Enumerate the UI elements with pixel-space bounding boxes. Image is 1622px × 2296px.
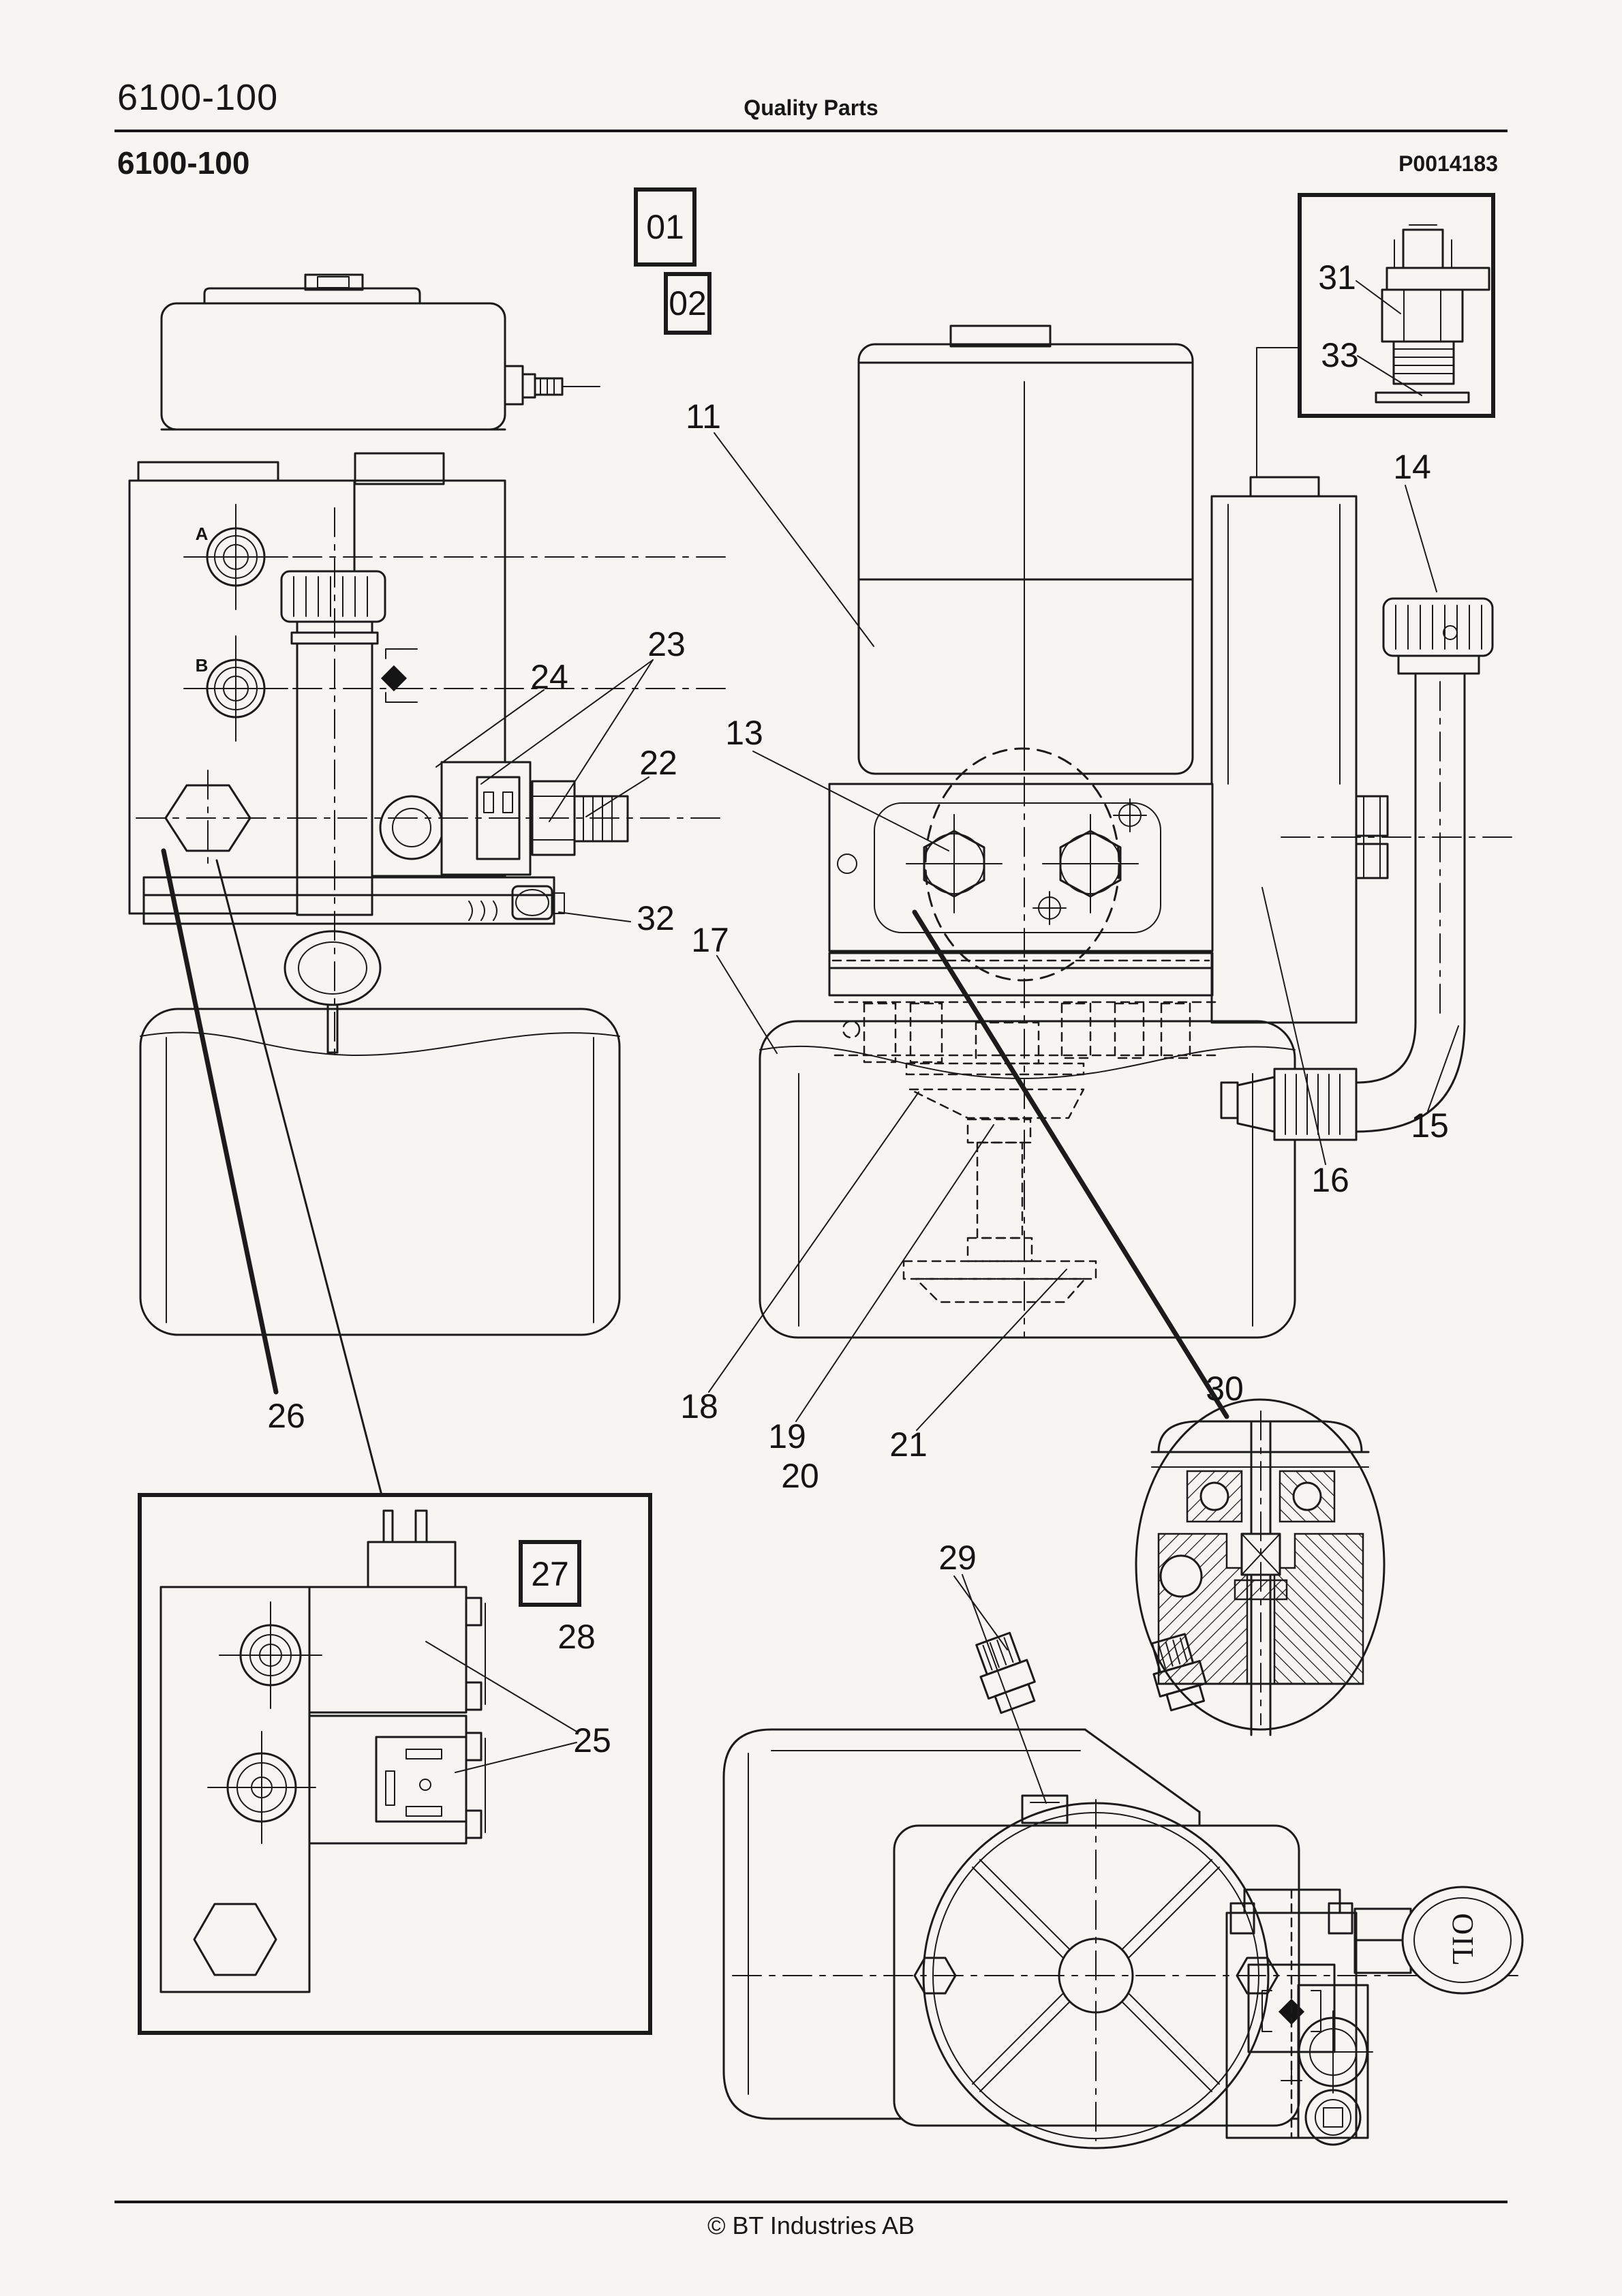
page-doc-number: 6100-100 — [117, 77, 279, 118]
port-b: B — [183, 635, 288, 742]
fitting-right — [1150, 1633, 1208, 1712]
callout-14: 14 — [1393, 448, 1431, 486]
terminal-stud — [504, 365, 600, 406]
tank-front — [759, 1020, 1296, 1339]
port-a-label: A — [196, 524, 209, 544]
callout-01: 01 — [646, 208, 684, 246]
inset-port-2 — [207, 1731, 316, 1844]
pump-head-plate — [828, 783, 1214, 952]
side-view-drawing: A B — [128, 273, 726, 1336]
oil-cap: OIL — [1353, 1886, 1524, 1995]
callout-02: 02 — [669, 284, 707, 322]
section-number: 6100-100 — [117, 145, 250, 181]
oil-cap-label: OIL — [1446, 1913, 1480, 1967]
port-a: A — [183, 504, 288, 610]
tank-side — [139, 1008, 621, 1336]
motor-side — [160, 302, 506, 431]
callout-25: 25 — [573, 1721, 611, 1759]
fitting-center-plug — [1021, 1794, 1069, 1824]
callout-16: 16 — [1311, 1161, 1349, 1199]
callout-box-02: 02 — [664, 272, 711, 335]
callout-11: 11 — [686, 397, 721, 436]
callout-31: 31 — [1318, 258, 1356, 297]
callout-23: 23 — [647, 625, 686, 663]
page-title: Quality Parts — [744, 95, 878, 120]
front-view-drawing — [759, 324, 1520, 1339]
port-b-label: B — [196, 655, 209, 676]
callout-26: 26 — [267, 1397, 305, 1435]
sensor-inset-box — [1298, 193, 1495, 418]
top-view-drawing: ◆ OIL — [722, 1631, 1526, 2149]
callout-17: 17 — [691, 921, 729, 959]
level-sensor — [1375, 224, 1490, 404]
inset-solenoid — [308, 1509, 486, 1845]
detail-circle-marker — [924, 747, 1120, 982]
callout-18: 18 — [680, 1387, 718, 1425]
clamp-band-side — [142, 876, 565, 925]
footer-rule — [114, 2201, 1508, 2203]
valve-inset-box — [138, 1493, 652, 2035]
fitting-left — [975, 1631, 1036, 1715]
callout-33: 33 — [1321, 336, 1359, 374]
suction-filter — [902, 1062, 1097, 1303]
callout-27: 27 — [531, 1555, 569, 1593]
callout-21: 21 — [889, 1425, 928, 1464]
drawing-code: P0014183 — [1398, 151, 1498, 176]
inset-port-1 — [219, 1601, 322, 1709]
callout-30: 30 — [1206, 1370, 1244, 1408]
detail-circle-30 — [1135, 1398, 1386, 1736]
callout-box-27: 27 — [519, 1540, 581, 1607]
callout-28: 28 — [557, 1618, 596, 1656]
fan-spokes — [972, 1859, 1220, 2092]
footer-copyright: © BT Industries AB — [707, 2211, 915, 2239]
callout-box-01: 01 — [634, 187, 697, 267]
filler-tube — [280, 570, 386, 1054]
solenoid-block-top: ◆ — [1225, 1888, 1358, 2139]
callout-29: 29 — [938, 1539, 977, 1577]
motor-front — [857, 343, 1194, 775]
valve-symbol-side: ◆ — [381, 648, 418, 703]
callout-19: 19 — [768, 1417, 806, 1455]
breather-assembly — [1220, 597, 1494, 1141]
callout-20: 20 — [781, 1457, 819, 1495]
callout-22: 22 — [639, 744, 677, 782]
callout-13: 13 — [725, 714, 763, 752]
port-block-top — [1293, 1984, 1373, 2146]
callout-24: 24 — [530, 658, 568, 696]
inset-hex-plug — [193, 1903, 277, 1976]
header-rule — [114, 130, 1508, 132]
callout-labels: 01 02 27 11 13 14 15 16 17 18 19 20 21 2… — [267, 187, 1449, 1759]
side-hex-bolt — [1281, 795, 1520, 879]
filler-column — [1210, 347, 1358, 1024]
hidden-valves — [833, 1001, 1221, 1065]
callout-32: 32 — [637, 899, 675, 937]
leader-lines — [161, 432, 1459, 1804]
callout-15: 15 — [1411, 1106, 1449, 1145]
